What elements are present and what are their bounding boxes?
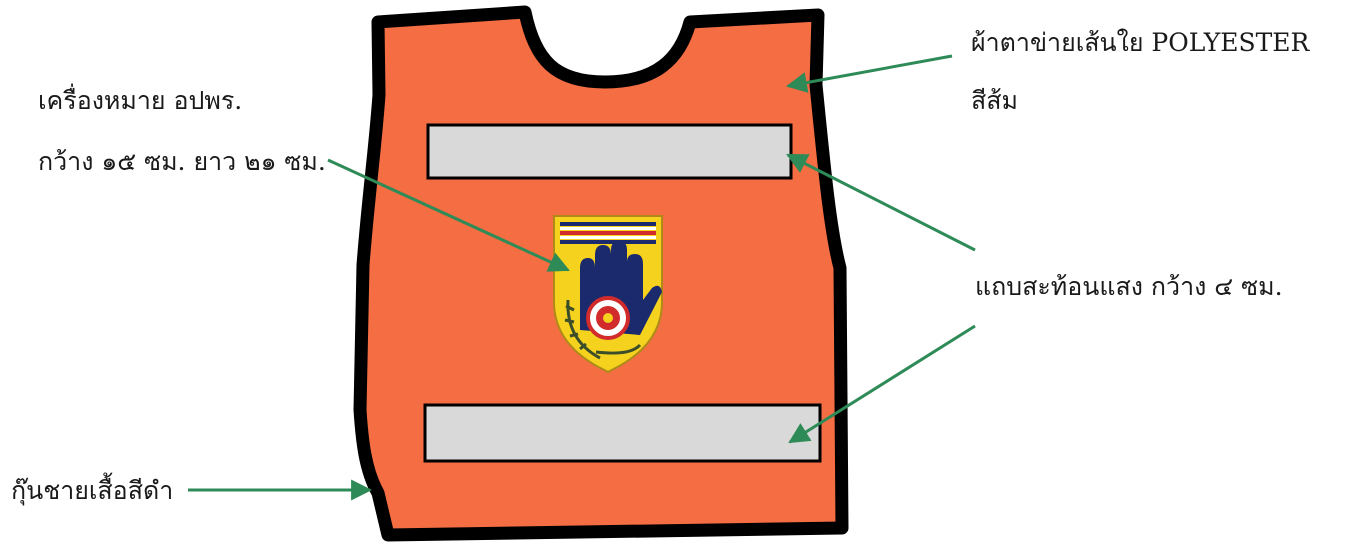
reflective-label: แถบสะท้อนแสง กว้าง ๔ ซม. bbox=[975, 272, 1283, 302]
fabric-label-line2: สีส้ม bbox=[971, 86, 1018, 116]
emblem-label-line2: กว้าง ๑๕ ซม. ยาว ๒๑ ซม. bbox=[38, 147, 326, 177]
fabric-label-line1: ผ้าตาข่ายเส้นใย POLYESTER bbox=[971, 28, 1309, 58]
reflective-strip-top bbox=[428, 125, 791, 178]
hem-label: กุ๊นชายเสื้อสีดำ bbox=[11, 476, 173, 506]
emblem-label-line1: เครื่องหมาย อปพร. bbox=[38, 86, 242, 116]
reflective-strip-bottom bbox=[425, 405, 820, 461]
